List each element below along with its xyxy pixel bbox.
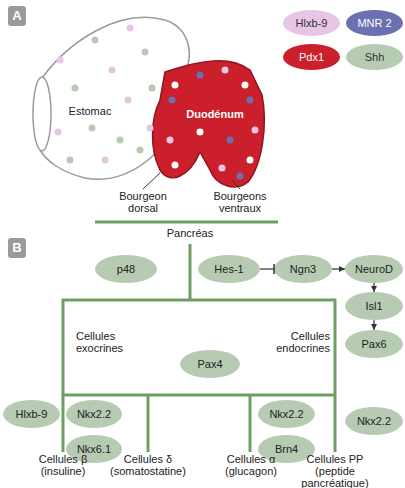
lineage-tree bbox=[62, 222, 336, 452]
connector bbox=[260, 264, 274, 274]
tree-line bbox=[62, 394, 65, 452]
dot bbox=[72, 85, 79, 92]
dot bbox=[149, 85, 156, 92]
stomach-opening bbox=[33, 77, 51, 151]
dot bbox=[102, 157, 109, 164]
legend-text: MNR 2 bbox=[357, 17, 391, 29]
dot bbox=[242, 82, 249, 89]
dot bbox=[92, 37, 99, 44]
text-label: Cellules endocrines bbox=[270, 330, 330, 354]
tree-line bbox=[62, 299, 65, 396]
dot bbox=[142, 49, 149, 56]
legend-text: Shh bbox=[365, 51, 385, 63]
text-label: Estomac bbox=[60, 105, 120, 117]
factor-name: Pax4 bbox=[197, 358, 222, 370]
text-label: Cellules δ (somatostatine) bbox=[106, 453, 190, 477]
factor-oval: Nkx2.2 bbox=[345, 407, 403, 435]
factor-oval: Nkx2.2 bbox=[258, 400, 315, 428]
dot bbox=[109, 67, 116, 74]
text-label: Bourgeon dorsal bbox=[112, 190, 174, 214]
panel-letter: B bbox=[8, 238, 26, 258]
tree-line bbox=[62, 299, 336, 302]
factor-oval: Pax4 bbox=[180, 350, 240, 378]
factor-oval: p48 bbox=[95, 255, 157, 283]
dot bbox=[147, 125, 154, 132]
dot bbox=[67, 157, 74, 164]
text-label: Duodénum bbox=[178, 108, 252, 120]
factor-name: Hlxb-9 bbox=[16, 408, 48, 420]
factor-name: Ngn3 bbox=[290, 263, 316, 275]
legend-text: Pdx1 bbox=[299, 51, 324, 63]
connector bbox=[371, 283, 377, 292]
factor-name: Nkx2.2 bbox=[77, 408, 111, 420]
factor-oval: Nkx2.2 bbox=[66, 400, 122, 428]
dot bbox=[117, 137, 124, 144]
connector bbox=[371, 320, 377, 330]
connector-line bbox=[260, 268, 274, 269]
text-label: Cellules α (glucagon) bbox=[218, 453, 284, 477]
dot bbox=[125, 97, 132, 104]
factor-name: p48 bbox=[117, 263, 135, 275]
dot bbox=[247, 97, 254, 104]
legend-text: Hlxb-9 bbox=[296, 17, 328, 29]
dot bbox=[219, 165, 226, 172]
text-label: Cellules PP (peptide pancréatique) bbox=[296, 453, 374, 488]
connector bbox=[332, 266, 345, 272]
factor-oval: Hes-1 bbox=[198, 255, 260, 283]
factor-name: Pax6 bbox=[361, 338, 386, 350]
factor-oval: NeuroD bbox=[345, 255, 403, 283]
legend-swatch: MNR 2 bbox=[346, 10, 403, 36]
dot bbox=[172, 162, 179, 169]
panel-letter: A bbox=[8, 6, 26, 26]
dot bbox=[227, 137, 234, 144]
factor-name: Nkx2.2 bbox=[269, 408, 303, 420]
factor-name: Isl1 bbox=[365, 300, 382, 312]
dot bbox=[172, 82, 179, 89]
connector-line bbox=[332, 268, 345, 269]
factor-oval: Pax6 bbox=[345, 330, 403, 358]
text-label: Cellules exocrines bbox=[76, 330, 136, 354]
tree-line bbox=[334, 299, 337, 452]
connector-line bbox=[373, 283, 374, 292]
dot bbox=[89, 125, 96, 132]
tree-line bbox=[249, 394, 252, 452]
dot bbox=[222, 67, 229, 74]
legend-swatch: Hlxb-9 bbox=[283, 10, 340, 36]
dot bbox=[197, 72, 204, 79]
text-label: Cellules β (insuline) bbox=[30, 453, 96, 477]
bracket-line bbox=[95, 221, 278, 224]
factor-oval: Hlxb-9 bbox=[3, 400, 60, 428]
factor-name: Nkx2.2 bbox=[357, 415, 391, 427]
dot bbox=[167, 137, 174, 144]
dot bbox=[137, 147, 144, 154]
factor-name: Hes-1 bbox=[214, 263, 243, 275]
factor-name: NeuroD bbox=[355, 263, 393, 275]
dot bbox=[247, 157, 254, 164]
text-label: Pancréas bbox=[160, 227, 220, 239]
factor-oval: Ngn3 bbox=[274, 255, 332, 283]
factor-oval: Isl1 bbox=[345, 292, 403, 320]
dot bbox=[57, 57, 64, 64]
tree-line bbox=[189, 244, 192, 300]
factor-name: Brn4 bbox=[275, 443, 298, 455]
legend-swatch: Shh bbox=[346, 44, 403, 70]
leader-line bbox=[143, 173, 160, 189]
dot bbox=[237, 173, 244, 180]
dot bbox=[197, 129, 204, 136]
legend-swatch: Pdx1 bbox=[283, 44, 340, 70]
dot bbox=[169, 97, 176, 104]
leader-line bbox=[232, 180, 240, 189]
tree-line bbox=[62, 394, 336, 397]
dot bbox=[127, 25, 134, 32]
text-label: Bourgeons ventraux bbox=[208, 190, 272, 214]
tree-line bbox=[147, 394, 150, 452]
connector-line bbox=[373, 320, 374, 330]
dot bbox=[55, 129, 62, 136]
cell-dots bbox=[55, 25, 259, 180]
dot bbox=[252, 127, 259, 134]
duodenum-shape bbox=[153, 61, 265, 187]
